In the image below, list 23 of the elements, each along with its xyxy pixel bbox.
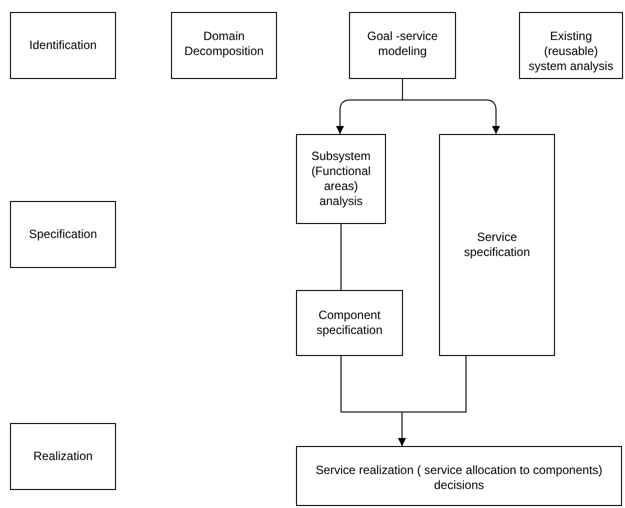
process-box: [10, 423, 116, 490]
arrow: [402, 78, 500, 134]
box-label: Goal -service modeling: [366, 29, 439, 59]
process-box: [296, 134, 386, 224]
process-box: [519, 12, 623, 79]
connector-line: [340, 224, 342, 290]
arrow: [398, 356, 466, 446]
box-label: Service realization ( service allocation to components) decisions: [314, 463, 604, 493]
process-box: [171, 12, 277, 79]
process-box: [296, 446, 622, 506]
box-label: Identification: [29, 38, 97, 53]
box-label: Specification: [28, 227, 98, 242]
box-label: Subsystem (Functional areas) analysis: [310, 149, 372, 209]
box-label: Realization: [33, 449, 93, 464]
box-label: Domain Decomposition: [183, 29, 265, 59]
box-label: Existing (reusable) system analysis: [528, 29, 614, 74]
box-label: Service specification: [462, 230, 532, 260]
process-box: [349, 12, 456, 79]
process-box: [10, 201, 116, 268]
process-box: [439, 134, 555, 356]
process-box: [296, 290, 403, 356]
box-label: Component specification: [315, 308, 384, 338]
process-box: [10, 12, 116, 79]
